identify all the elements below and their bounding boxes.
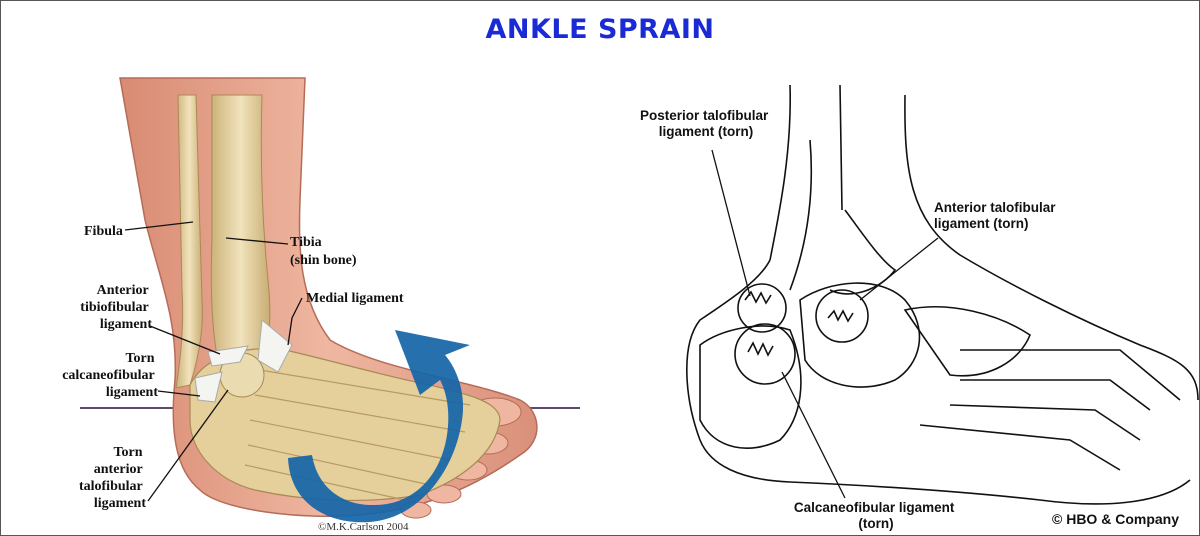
tibia-bone: [211, 95, 270, 362]
leader-calcaneofibular: [782, 372, 845, 498]
leader-anterior: [860, 238, 938, 300]
tibia-end: [830, 210, 895, 294]
calcaneus-outline: [700, 326, 801, 448]
metatarsal-lines: [920, 350, 1180, 470]
copyright-notice: © HBO & Company: [1052, 511, 1179, 527]
tear-zigzag-3: [748, 343, 773, 355]
left-ankle-illustration: Fibula Tibia (shin bone) Medial ligament…: [62, 78, 580, 533]
label-posterior-talofibular: Posterior talofibular ligament (torn): [640, 108, 772, 139]
label-anterior-talofibular: Anterior talofibular ligament (torn): [934, 200, 1059, 231]
fibula-line: [790, 140, 811, 290]
calcaneofibular-tear-circle: [735, 324, 795, 384]
tear-zigzag-2: [828, 311, 853, 321]
right-ankle-drawing: [687, 85, 1198, 504]
leader-posterior: [712, 150, 750, 296]
label-medial-ligament: Medial ligament: [306, 291, 404, 306]
anterior-talofibular-tear-circle: [816, 290, 868, 342]
label-fibula: Fibula: [84, 224, 123, 239]
tibia-line: [840, 85, 842, 210]
label-calcaneofibular: Calcaneofibular ligament (torn): [794, 500, 958, 531]
label-anterior-tibiofibular: Anterior tibiofibular ligament: [80, 283, 152, 332]
leg-outline-back: [770, 85, 790, 260]
illustration-credit: ©M.K.Carlson 2004: [318, 521, 409, 533]
label-torn-anterior-talofibular: Torn anterior talofibular ligament: [79, 445, 146, 511]
navicular-outline: [905, 307, 1030, 376]
label-torn-calcaneofibular: Torn calcaneofibular ligament: [62, 351, 158, 400]
leg-outline-front: [905, 95, 1198, 400]
